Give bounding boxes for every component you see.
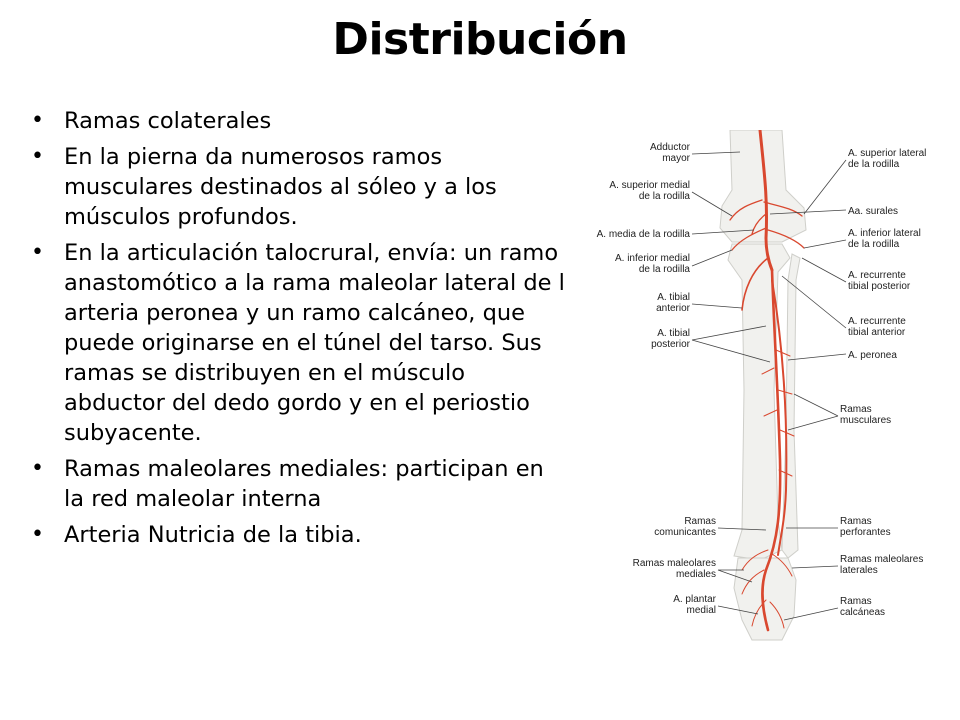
label-calcaneal-branches: calcáneas <box>840 607 885 618</box>
label-posterior-tibial-recurrent: tibial posterior <box>848 281 911 292</box>
bullet-dot: • <box>31 522 44 547</box>
bullet-dot: • <box>31 240 44 265</box>
label-communicating-branches: Ramas <box>684 516 716 527</box>
label-muscular-branches: musculares <box>840 415 891 426</box>
label-anterior-tibial: A. tibial <box>657 292 690 303</box>
muscular-branches <box>761 349 795 477</box>
label-superior-lateral-genicular: A. superior lateral <box>848 148 926 159</box>
bullet-item: • En la articulación talocrural, envía: u… <box>28 238 568 448</box>
label-posterior-tibial: A. tibial <box>657 328 690 339</box>
popliteal-artery <box>758 130 774 272</box>
femur-shape <box>719 130 807 243</box>
bullet-text: Arteria Nutricia de la tibia. <box>64 522 362 548</box>
tibia-shape <box>727 243 791 561</box>
label-sural-arteries: Aa. surales <box>848 206 898 217</box>
svg-text:A. media de la rodilla: A. media de la rodilla <box>597 229 691 240</box>
svg-text:A. peronea: A. peronea <box>848 350 897 361</box>
genicular-branches <box>729 199 805 251</box>
bullet-item: • En la pierna da numerosos ramos muscula… <box>28 142 568 232</box>
label-peroneal-artery: A. peronea <box>848 350 897 361</box>
label-adductor: mayor <box>662 153 690 164</box>
label-perforating-branches: Ramas <box>840 516 872 527</box>
foot-shape <box>733 557 797 641</box>
bullet-text: En la articulación talocrural, envía: un… <box>64 240 565 446</box>
bullet-text: Ramas colaterales <box>64 108 272 134</box>
bullet-text: En la pierna da numerosos ramos muscular… <box>64 144 497 230</box>
label-superior-lateral-genicular: de la rodilla <box>848 159 900 170</box>
label-inferior-lateral-genicular: de la rodilla <box>848 239 900 250</box>
anterior-tibial-artery <box>741 257 769 311</box>
label-inferior-lateral-genicular: A. inferior lateral <box>848 228 921 239</box>
malleolar-branches <box>741 549 793 629</box>
label-lateral-malleolar: Ramas maleolares <box>840 554 923 565</box>
bullet-dot: • <box>31 144 44 169</box>
peroneal-artery <box>771 279 788 556</box>
slide-title: Distribución <box>332 14 628 65</box>
label-anterior-tibial: anterior <box>656 303 691 314</box>
label-medial-plantar: medial <box>687 605 716 616</box>
bullet-dot: • <box>31 456 44 481</box>
label-adductor: Adductor <box>650 142 691 153</box>
label-perforating-branches: perforantes <box>840 527 891 538</box>
label-medial-malleolar: mediales <box>676 569 716 580</box>
bullet-text: Ramas maleolares mediales: participan en… <box>64 456 544 512</box>
posterior-tibial-artery <box>761 268 782 632</box>
label-calcaneal-branches: Ramas <box>840 596 872 607</box>
label-posterior-tibial-recurrent: A. recurrente <box>848 270 906 281</box>
label-medial-malleolar: Ramas maleolares <box>633 558 716 569</box>
bullet-item: • Ramas maleolares mediales: participan e… <box>28 454 568 514</box>
bullet-dot: • <box>31 108 44 133</box>
label-posterior-tibial: posterior <box>651 339 691 350</box>
label-inferior-medial-genicular: de la rodilla <box>639 264 691 275</box>
label-muscular-branches: Ramas <box>840 404 872 415</box>
label-anterior-tibial-recurrent: tibial anterior <box>848 327 906 338</box>
label-inferior-medial-genicular: A. inferior medial <box>615 253 690 264</box>
bullet-item: • Arteria Nutricia de la tibia. <box>28 520 568 550</box>
bullet-list: • Ramas colaterales • En la pierna da nume… <box>28 106 568 556</box>
label-middle-genicular: A. media de la rodilla <box>597 229 691 240</box>
leader-lines <box>691 151 847 621</box>
svg-text:Aa. surales: Aa. surales <box>848 206 898 217</box>
label-superior-medial-genicular: de la rodilla <box>639 191 691 202</box>
label-lateral-malleolar: laterales <box>840 565 878 576</box>
label-communicating-branches: comunicantes <box>654 527 716 538</box>
label-medial-plantar: A. plantar <box>673 594 716 605</box>
label-anterior-tibial-recurrent: A. recurrente <box>848 316 906 327</box>
bullet-item: • Ramas colaterales <box>28 106 568 136</box>
label-superior-medial-genicular: A. superior medial <box>609 180 690 191</box>
